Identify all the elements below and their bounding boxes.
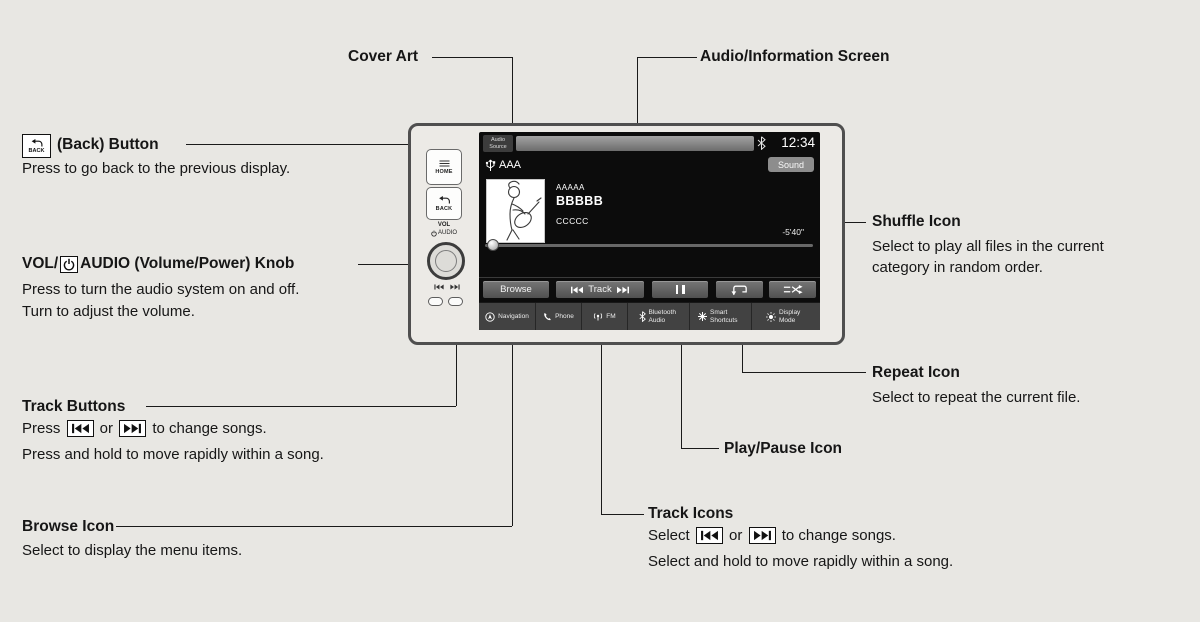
phone-icon bbox=[544, 312, 551, 321]
callout-repeat-icon-title: Repeat Icon bbox=[872, 364, 960, 381]
source-name: AAA bbox=[499, 159, 522, 171]
bluetooth-icon bbox=[757, 136, 766, 150]
callout-track-icons-desc1: Select or to change songs. bbox=[648, 527, 896, 544]
next-track-icon bbox=[450, 284, 460, 290]
leader-audio-screen-v bbox=[637, 57, 638, 127]
leader-track-buttons-h bbox=[146, 406, 456, 407]
audio-source-button[interactable]: Audio Source bbox=[483, 135, 513, 152]
dock-item-fm[interactable]: FM bbox=[582, 303, 628, 330]
dock-item-smart-shortcuts[interactable]: Smart Shortcuts bbox=[690, 303, 752, 330]
leader-track-icons-h bbox=[601, 514, 644, 515]
back-arrow-icon bbox=[31, 138, 42, 147]
cover-art bbox=[486, 179, 545, 243]
callout-browse-icon-desc: Select to display the menu items. bbox=[22, 542, 243, 559]
callout-shuffle-icon-title: Shuffle Icon bbox=[872, 213, 961, 230]
leader-play-pause-h bbox=[681, 448, 719, 449]
leader-browse-icon-h bbox=[116, 526, 512, 527]
callout-shuffle-icon-desc1: Select to play all files in the current bbox=[872, 238, 1104, 255]
usb-icon bbox=[485, 159, 496, 171]
next-track-icon bbox=[748, 527, 776, 544]
next-track-icon[interactable] bbox=[616, 286, 629, 294]
starburst-icon bbox=[698, 312, 707, 321]
navigation-icon bbox=[485, 311, 495, 322]
callout-track-buttons-desc1: Press or to change songs. bbox=[22, 420, 267, 437]
track-buttons-group[interactable]: Track bbox=[556, 281, 644, 298]
callout-track-buttons-title: Track Buttons bbox=[22, 398, 126, 415]
seek-up-button[interactable] bbox=[448, 297, 463, 306]
button-row-divider bbox=[479, 277, 820, 278]
leader-back-button-h bbox=[186, 144, 438, 145]
knob-inner-ring bbox=[435, 250, 457, 272]
track-meta-line2: BBBBB bbox=[556, 194, 604, 208]
power-icon bbox=[60, 255, 79, 273]
track-meta-line3: CCCCC bbox=[556, 216, 589, 226]
leader-browse-icon-v bbox=[512, 298, 513, 526]
track-meta-line1: AAAAA bbox=[556, 183, 585, 192]
back-arrow-icon bbox=[438, 195, 450, 204]
callout-back-button-title: (Back) Button bbox=[57, 136, 159, 153]
leader-cover-art-h bbox=[432, 57, 512, 58]
volume-power-knob[interactable] bbox=[427, 242, 465, 280]
progress-bar[interactable] bbox=[485, 244, 813, 247]
bluetooth-icon bbox=[638, 311, 646, 322]
head-unit: HOME BACK VOL AUDIO Audio Source bbox=[408, 123, 845, 345]
cover-art-drawing bbox=[506, 180, 542, 241]
clock: 12:34 bbox=[781, 135, 815, 150]
leader-track-icons-v bbox=[601, 299, 602, 514]
callout-audio-screen-title: Audio/Information Screen bbox=[700, 48, 890, 65]
callout-shuffle-icon-desc2: category in random order. bbox=[872, 259, 1043, 276]
dock-item-navigation[interactable]: Navigation bbox=[479, 303, 536, 330]
callout-cover-art-title: Cover Art bbox=[348, 48, 419, 65]
sun-icon bbox=[766, 311, 776, 322]
play-pause-button[interactable] bbox=[652, 281, 708, 298]
home-button[interactable]: HOME bbox=[426, 149, 462, 185]
shuffle-icon bbox=[783, 284, 803, 295]
repeat-button[interactable] bbox=[716, 281, 763, 298]
progress-knob[interactable] bbox=[487, 239, 499, 251]
radio-icon bbox=[594, 313, 603, 321]
callout-repeat-icon-desc: Select to repeat the current file. bbox=[872, 389, 1081, 406]
prev-track-icon bbox=[66, 420, 94, 437]
callout-track-icons-title: Track Icons bbox=[648, 505, 734, 522]
shuffle-button[interactable] bbox=[769, 281, 816, 298]
vol-audio-knob-label: VOL AUDIO bbox=[419, 222, 469, 237]
callout-volume-knob-desc1: Press to turn the audio system on and of… bbox=[22, 281, 300, 298]
home-icon bbox=[439, 160, 449, 166]
leader-repeat-icon-h bbox=[742, 372, 866, 373]
callout-volume-knob-desc2: Turn to adjust the volume. bbox=[22, 303, 195, 320]
callout-track-buttons-desc2: Press and hold to move rapidly within a … bbox=[22, 446, 324, 463]
back-button-hardware[interactable]: BACK bbox=[426, 187, 462, 220]
leader-volume-knob-h bbox=[358, 264, 426, 265]
dock-item-display-mode[interactable]: Display Mode bbox=[752, 303, 820, 330]
browse-button[interactable]: Browse bbox=[483, 281, 549, 298]
sound-button[interactable]: Sound bbox=[768, 157, 814, 172]
power-icon bbox=[431, 230, 437, 237]
dock-item-phone[interactable]: Phone bbox=[536, 303, 582, 330]
callout-play-pause-title: Play/Pause Icon bbox=[724, 440, 843, 457]
audio-information-screen: Audio Source 12:34 AAA Sound bbox=[479, 132, 820, 330]
leader-play-pause-v bbox=[681, 299, 682, 448]
callout-track-icons-desc2: Select and hold to move rapidly within a… bbox=[648, 553, 954, 570]
back-button-callout-icon: BACK bbox=[22, 134, 51, 158]
next-track-icon bbox=[119, 420, 147, 437]
function-dock: Navigation Phone FM Bluetooth Audio Smar… bbox=[479, 302, 820, 330]
dock-item-bluetooth-audio[interactable]: Bluetooth Audio bbox=[628, 303, 690, 330]
prev-track-icon bbox=[434, 284, 444, 290]
prev-track-icon[interactable] bbox=[571, 286, 584, 294]
callout-back-button-desc: Press to go back to the previous display… bbox=[22, 160, 291, 177]
leader-track-buttons-v bbox=[456, 308, 457, 406]
prev-track-icon bbox=[695, 527, 723, 544]
status-strip bbox=[516, 136, 754, 151]
callout-browse-icon-title: Browse Icon bbox=[22, 518, 115, 535]
track-seek-label bbox=[423, 284, 471, 290]
leader-audio-screen-h bbox=[637, 57, 697, 58]
leader-cover-art-v bbox=[512, 57, 513, 180]
callout-volume-knob-title: VOL/ AUDIO (Volume/Power) Knob bbox=[22, 255, 295, 273]
pause-icon bbox=[674, 285, 687, 294]
seek-down-button[interactable] bbox=[428, 297, 443, 306]
time-remaining: -5'40" bbox=[782, 227, 804, 237]
repeat-icon bbox=[730, 285, 747, 295]
